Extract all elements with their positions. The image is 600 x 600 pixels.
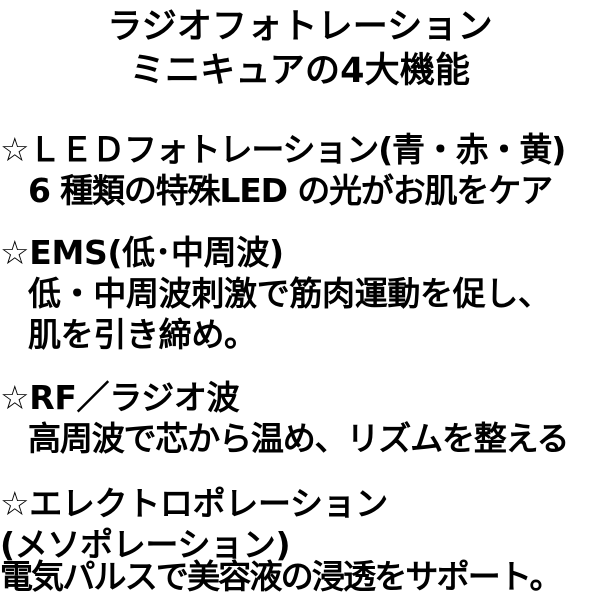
section-heading-led: ☆ＬＥＤフォトレーション(青・赤・黄)	[0, 130, 566, 169]
section-heading-electroporation-alt: (メソポレーション)	[0, 525, 291, 564]
section-heading-ems: ☆EMS(低･中周波)	[0, 233, 284, 272]
section-heading-rf: ☆RF／ラジオ波	[0, 378, 240, 417]
section-heading-electroporation: ☆エレクトロポレーション	[0, 484, 388, 523]
section-body-led-line-1: 6 種類の特殊LED の光がお肌をケア	[28, 171, 553, 210]
page-title-line-2: ミニキュアの4大機能	[129, 51, 471, 91]
section-body-ems-line-1: 低・中周波刺激で筋肉運動を促し、	[28, 274, 551, 313]
section-body-electroporation-line-1: 電気パルスで美容液の浸透をサポート。	[0, 557, 562, 596]
section-body-ems-line-2: 肌を引き締め。	[28, 315, 257, 354]
page-title-line-1: ラジオフォトレーション	[107, 7, 493, 47]
section-body-rf-line-1: 高周波で芯から温め、リズムを整える	[28, 419, 570, 458]
